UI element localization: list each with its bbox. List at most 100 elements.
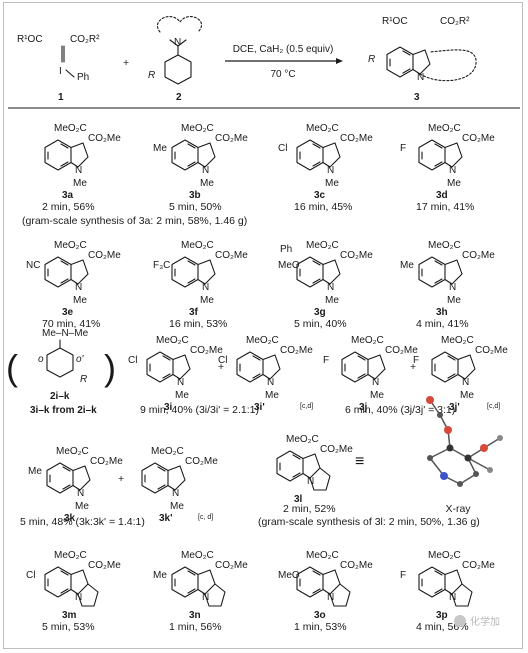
compound-label: 3l [294,494,303,505]
refs-3k: [c, d] [198,514,213,521]
n-methyl: Me [175,390,189,401]
ring-substituent: Me [153,143,167,154]
product-ester: CO₂R² [440,16,470,27]
n-methyl: Me [460,390,474,401]
watermark-icon [454,615,466,627]
nitrogen: N [449,282,456,293]
nitrogen: N [327,282,334,293]
ester-left: MeO₂C [306,240,339,251]
nitrogen: N [327,592,334,603]
ester-left: MeO₂C [246,335,279,346]
plus-sign-3j: + [410,361,416,373]
gram-scale-3l-note: (gram-scale synthesis of 3l: 2 min, 50%,… [258,516,480,528]
reagent-2i-k: ( ) Me–N–Me o o' R 2i–k 3i–k from 2i–k [6,328,116,416]
reagent2-r-group: R [148,70,155,81]
nitrogen: N [202,592,209,603]
iodine-atom: I [59,66,62,77]
compound-caption: 5 min, 53% [42,621,95,633]
ester-right: CO₂Me [190,345,223,356]
ring-substituent: Cl [26,570,35,581]
caption-3l: 2 min, 52% [283,503,336,515]
nitrogen: N [462,377,469,388]
ester-left: MeO₂C [56,446,89,457]
compound-label: 3k [64,513,76,524]
compound-caption: 16 min, 53% [169,318,227,330]
ring-substituent: Me [28,466,42,477]
ester-left: MeO₂C [286,434,319,445]
compound-label: 3m [62,610,77,621]
caption-3k: 5 min, 48% (3k:3k' = 1.4:1) [20,516,145,528]
compound-caption: 4 min, 41% [416,318,469,330]
close-paren: ) [104,347,116,388]
compound-label: 3i' [254,402,265,413]
ester-left: MeO₂C [428,550,461,561]
n-methyl: Me [200,178,214,189]
nitrogen: N [75,282,82,293]
dimethylamino: Me–N–Me [42,328,89,339]
plus-sign-3k: + [118,473,124,485]
n-methyl: Me [170,501,184,512]
ester-right: CO₂Me [90,456,123,467]
reagent-r: R [80,374,87,385]
ring-substituent: F [400,143,406,154]
ring-substituent: F [323,355,329,366]
n-methyl: Me [200,295,214,306]
ester-left: MeO₂C [151,446,184,457]
compound-label: 3h [436,307,448,318]
ortho-prime-label: o' [76,354,85,365]
nitrogen: N [449,165,456,176]
ring-substituent: F [413,355,419,366]
ring-substituent: NC [26,260,40,271]
nitrogen: N [307,476,314,487]
compound-2-label: 2 [176,92,182,103]
ester-right: CO₂Me [385,345,418,356]
refs-3j: [c,d] [487,403,500,410]
product-3: R¹OC CO₂R² R N 3 [368,16,477,103]
watermark-text: 化学加 [470,615,500,628]
ring-substituent: MeO [278,260,300,271]
nitrogen: N [327,165,334,176]
ester-right: CO₂Me [185,456,218,467]
compound-caption: 5 min, 40% [294,318,347,330]
ring-substituent: Me [400,260,414,271]
n-methyl: Me [447,178,461,189]
n-methyl: Me [325,178,339,189]
open-paren: ( [6,347,18,388]
ester-left: MeO₂C [54,123,87,134]
product-acyl: R¹OC [382,16,408,27]
reagent1-acyl: R¹OC [17,34,43,45]
compound-caption: 17 min, 41% [416,201,474,213]
ester-left: MeO₂C [54,550,87,561]
row-3: MeO₂CCO₂MeNMeCl3i+MeO₂CCO₂MeNMeCl3i'MeO₂… [128,335,508,413]
n-methyl: Me [73,178,87,189]
ester-right: CO₂Me [215,560,248,571]
gram-scale-3a-note: (gram-scale synthesis of 3a: 2 min, 58%,… [22,215,247,227]
nitrogen: N [172,488,179,499]
product-r-group: R [368,54,375,65]
ester-left: MeO₂C [351,335,384,346]
compound-3-label: 3 [414,92,420,103]
conditions-top: DCE, CaH₂ (0.5 equiv) [233,44,334,55]
ester-right: CO₂Me [88,560,121,571]
ring-substituent: Cl [218,355,227,366]
nitrogen: N [77,488,84,499]
compound-label: 3c [314,190,326,201]
compound-label: 3g [314,307,326,318]
phenyl-label: Ph [77,72,89,83]
n-methyl: Me [73,295,87,306]
